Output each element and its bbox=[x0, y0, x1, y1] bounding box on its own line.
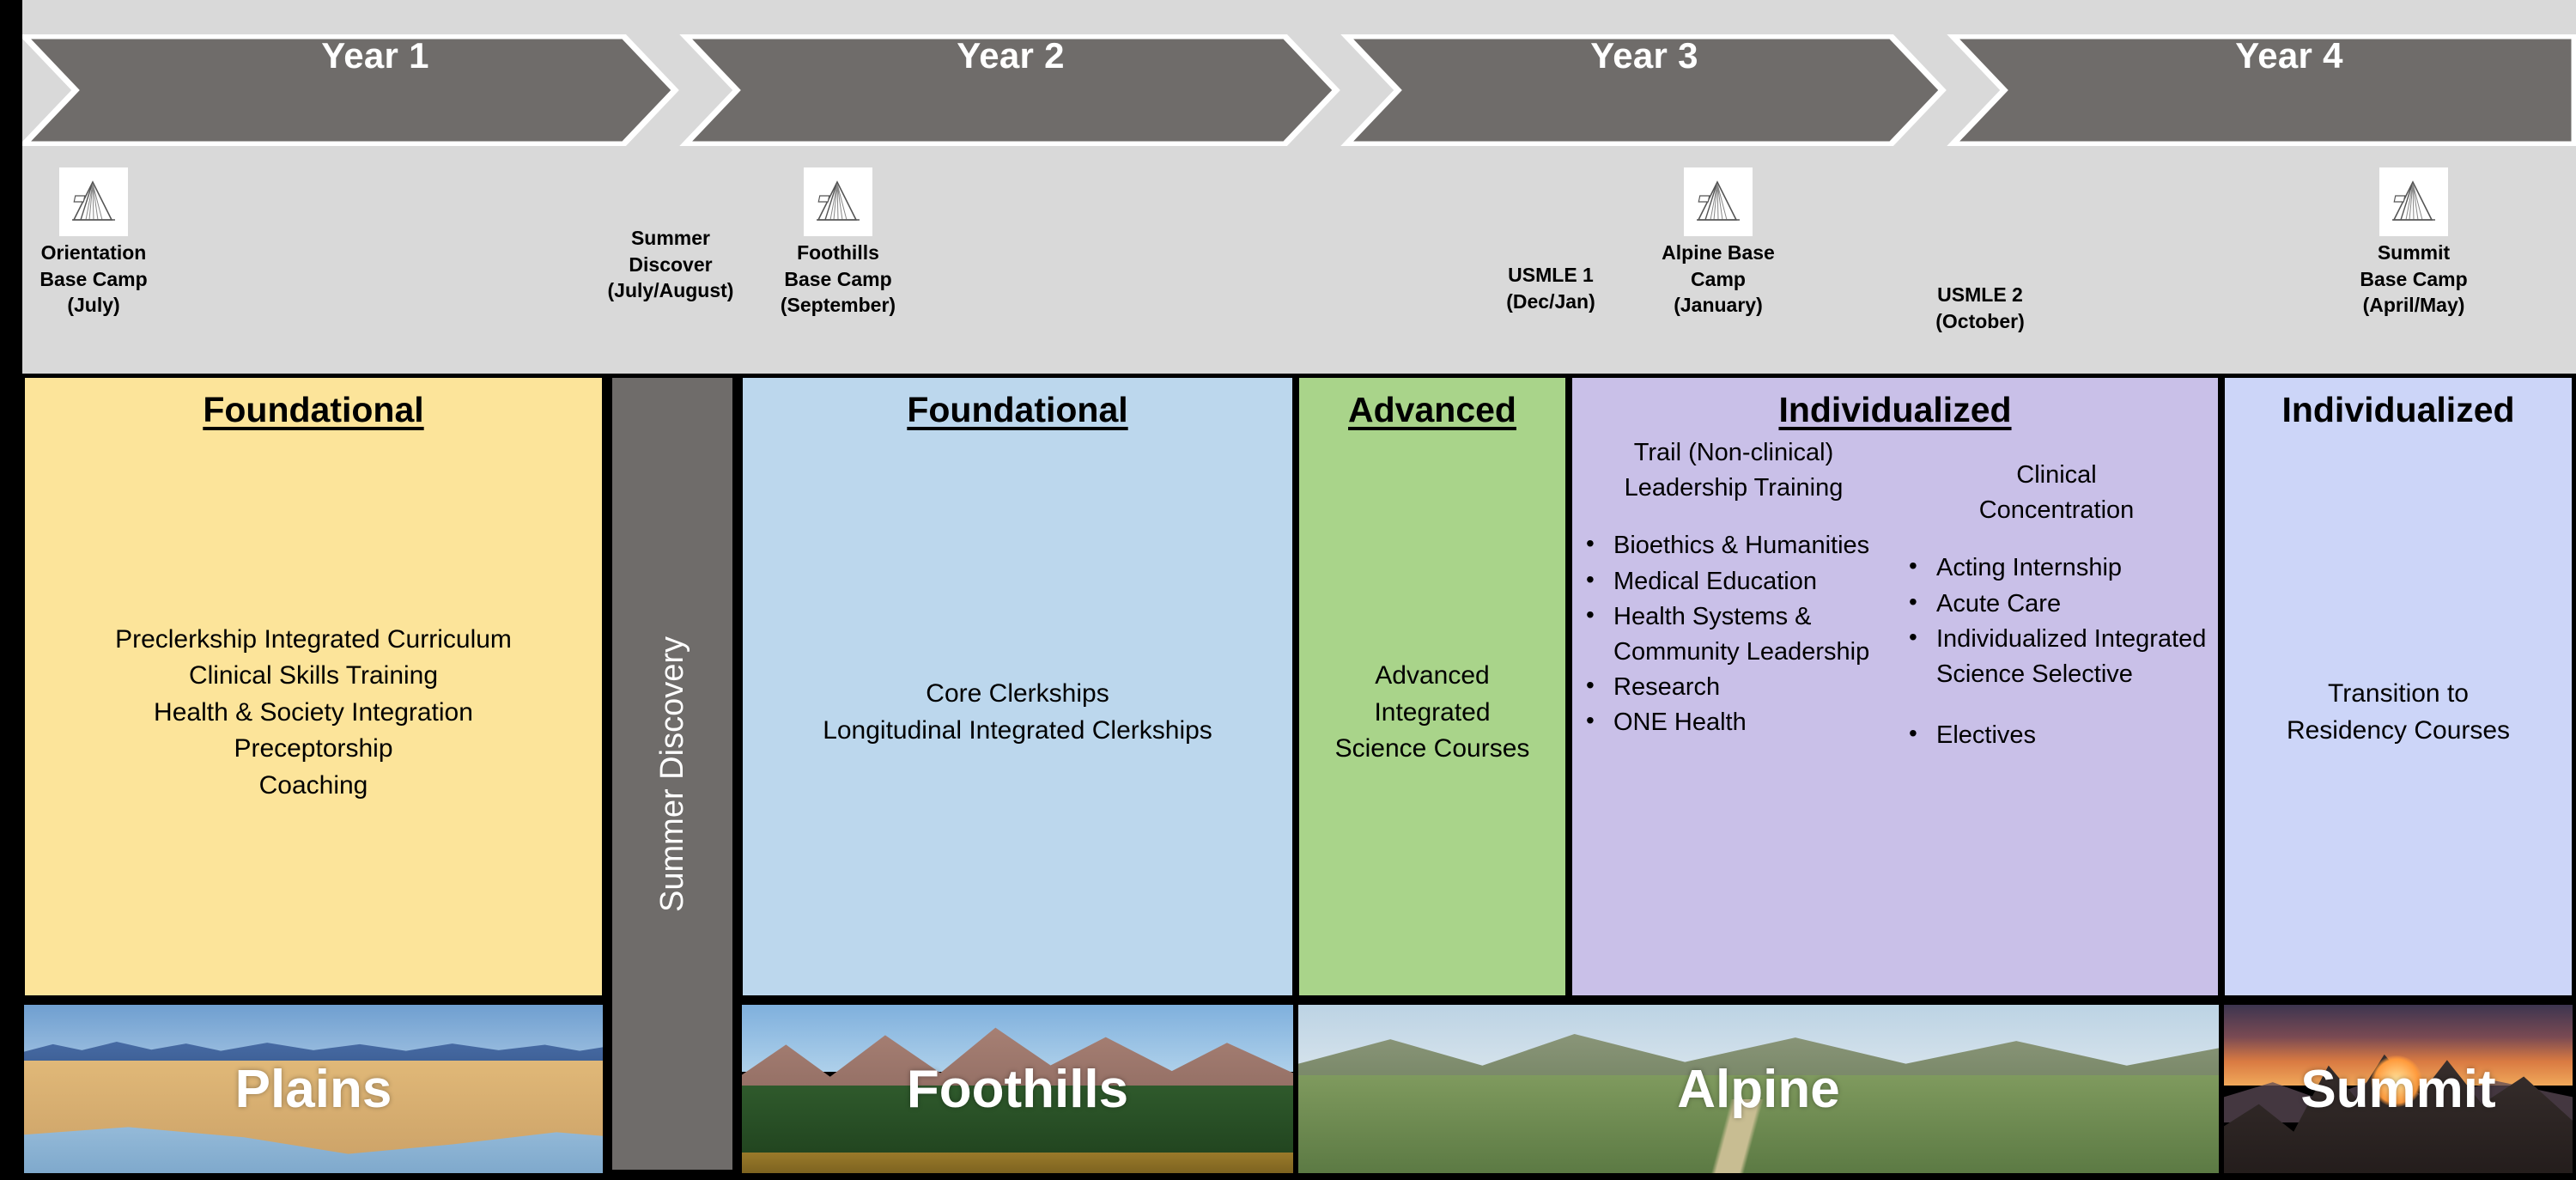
phase-line: Health & Society Integration bbox=[154, 697, 473, 727]
phase-body: Core Clerkships Longitudinal Integrated … bbox=[743, 430, 1292, 995]
landscape-plains: Plains bbox=[22, 1003, 605, 1175]
milestone-label: Summit Base Camp (April/May) bbox=[2360, 241, 2468, 317]
bullet-item: Bioethics & Humanities bbox=[1579, 526, 1888, 563]
phase-body: Transition to Residency Courses bbox=[2225, 430, 2572, 995]
milestone-label: USMLE 2 (October) bbox=[1935, 283, 2025, 332]
landscape-label: Alpine bbox=[1677, 1059, 1840, 1119]
bullet-item: Acute Care bbox=[1902, 585, 2211, 622]
timeline-band: Year 1 Year 2 Year 3 Year 4 Orientation … bbox=[22, 0, 2576, 374]
phase-line: Advanced bbox=[1375, 661, 1490, 690]
milestone-summit-base-camp: Summit Base Camp (April/May) bbox=[2332, 167, 2495, 319]
landscape-label: Plains bbox=[234, 1059, 392, 1119]
phase-line: Transition to bbox=[2328, 679, 2469, 709]
trail-layer bbox=[1298, 1098, 2219, 1173]
milestone-usmle-2: USMLE 2 (October) bbox=[1903, 282, 2057, 334]
trail-heading: Trail (Non-clinical) Leadership Training bbox=[1624, 439, 1844, 502]
year-chevron-track bbox=[22, 34, 2576, 146]
phase-title: Individualized bbox=[2281, 390, 2515, 429]
phase-line: Science Courses bbox=[1334, 734, 1530, 763]
tent-icon bbox=[804, 167, 872, 236]
milestone-usmle-1: USMLE 1 (Dec/Jan) bbox=[1473, 262, 1628, 314]
bullet-item: Research bbox=[1579, 668, 1888, 705]
bullet-item: Acting Internship bbox=[1902, 549, 2211, 586]
phase-line: Coaching bbox=[258, 770, 368, 800]
sun-icon bbox=[2370, 1055, 2422, 1107]
clinical-bullet-list: Acting Internship Acute Care Individuali… bbox=[1902, 549, 2211, 753]
phase-body: Preclerkship Integrated Curriculum Clini… bbox=[25, 430, 602, 995]
clinical-concentration-subcolumn: Clinical Concentration Acting Internship… bbox=[1895, 435, 2218, 995]
bullet-item: Electives bbox=[1902, 716, 2211, 753]
phase-line: Clinical Skills Training bbox=[188, 661, 439, 690]
phase-column-foundational-year2[interactable]: Foundational Core Clerkships Longitudina… bbox=[740, 375, 1295, 998]
landscape-foothills: Foothills bbox=[740, 1003, 1295, 1175]
landscape-label: Foothills bbox=[906, 1059, 1129, 1119]
phase-title: Individualized bbox=[1778, 390, 2012, 429]
phase-line: Preceptorship bbox=[234, 734, 393, 763]
bullet-item: Medical Education bbox=[1579, 563, 1888, 599]
bullet-item: ONE Health bbox=[1579, 703, 1888, 740]
phase-column-advanced[interactable]: Advanced Advanced Integrated Science Cou… bbox=[1297, 375, 1568, 998]
tent-icon bbox=[1684, 167, 1753, 236]
clinical-concentration-heading: Clinical Concentration bbox=[1978, 461, 2135, 525]
phase-line: Longitudinal Integrated Clerkships bbox=[823, 716, 1212, 745]
phase-column-summer-discovery[interactable]: Summer Discovery bbox=[610, 375, 735, 1172]
milestone-summer-discover: Summer Discover (July/August) bbox=[589, 225, 752, 304]
milestone-label: Foothills Base Camp (September) bbox=[780, 241, 896, 317]
landscape-label: Summit bbox=[2300, 1059, 2496, 1119]
phase-title: Advanced bbox=[1348, 390, 1516, 429]
phase-column-individualized-year4[interactable]: Individualized Transition to Residency C… bbox=[2222, 375, 2574, 998]
bullet-item: Health Systems & Community Leadership bbox=[1579, 598, 1888, 670]
milestone-orientation-base-camp: Orientation Base Camp (July) bbox=[22, 167, 165, 319]
phase-line: Core Clerkships bbox=[926, 679, 1109, 709]
phase-title: Foundational bbox=[907, 390, 1128, 429]
milestone-foothills-base-camp: Foothills Base Camp (September) bbox=[761, 167, 915, 319]
landscape-alpine: Alpine bbox=[1297, 1003, 2221, 1175]
grass-layer bbox=[742, 1153, 1293, 1173]
summer-discovery-label: Summer Discovery bbox=[653, 636, 690, 912]
phase-title: Foundational bbox=[203, 390, 424, 429]
phase-body: Advanced Integrated Science Courses bbox=[1299, 430, 1565, 995]
milestone-alpine-base-camp: Alpine Base Camp (January) bbox=[1637, 167, 1800, 319]
milestone-label: Alpine Base Camp (January) bbox=[1662, 241, 1775, 317]
milestone-label: USMLE 1 (Dec/Jan) bbox=[1506, 264, 1595, 313]
tent-icon bbox=[59, 167, 128, 236]
landscape-summit: Summit bbox=[2222, 1003, 2574, 1175]
tent-icon bbox=[2379, 167, 2448, 236]
phase-line: Preclerkship Integrated Curriculum bbox=[115, 624, 512, 654]
milestone-label: Summer Discover (July/August) bbox=[607, 227, 734, 302]
trail-subcolumn: Trail (Non-clinical) Leadership Training… bbox=[1572, 435, 1895, 995]
phase-line: Residency Courses bbox=[2286, 716, 2511, 745]
bullet-item: Individualized Integrated Science Select… bbox=[1902, 620, 2211, 692]
phase-column-individualized-year3[interactable]: Individualized Trail (Non-clinical) Lead… bbox=[1570, 375, 2221, 998]
milestone-label: Orientation Base Camp (July) bbox=[39, 241, 148, 317]
phase-line: Integrated bbox=[1374, 697, 1491, 727]
phase-column-foundational-year1[interactable]: Foundational Preclerkship Integrated Cur… bbox=[22, 375, 605, 998]
trail-bullet-list: Bioethics & Humanities Medical Education… bbox=[1579, 526, 1888, 740]
